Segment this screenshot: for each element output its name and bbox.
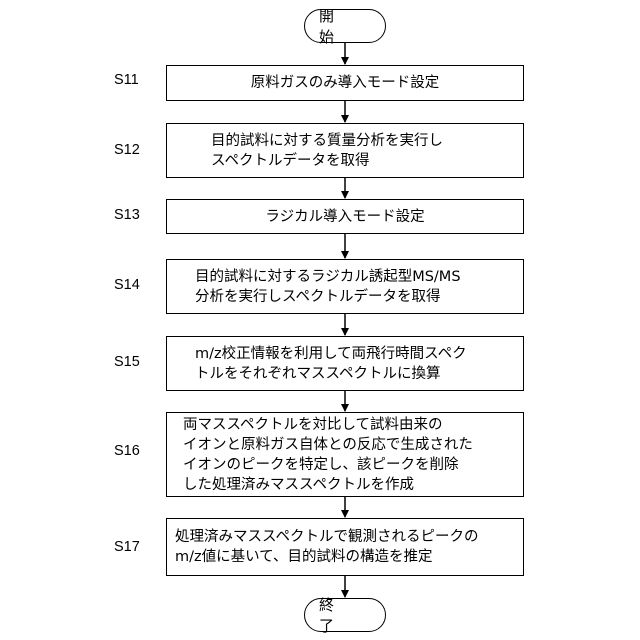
process-box-s12: 目的試料に対する質量分析を実行し スペクトルデータを取得	[166, 123, 524, 178]
process-box-s17: 処理済みマススペクトルで観測されるピークの m/z値に基いて、目的試料の構造を推…	[166, 518, 524, 576]
process-text-s13: ラジカル導入モード設定	[265, 207, 424, 227]
process-text-s17: 処理済みマススペクトルで観測されるピークの m/z値に基いて、目的試料の構造を推…	[167, 527, 478, 567]
step-id-s15: S15	[114, 354, 164, 370]
step-id-s11: S11	[114, 72, 164, 88]
process-text-s14: 目的試料に対するラジカル誘起型MS/MS 分析を実行しスペクトルデータを取得	[167, 267, 461, 307]
step-id-s14: S14	[114, 277, 164, 293]
process-text-s16: 両マススペクトルを対比して試料由来の イオンと原料ガス自体との反応で生成された …	[167, 415, 473, 495]
end-label: 終 了	[319, 594, 385, 636]
step-id-s13: S13	[114, 207, 164, 223]
process-box-s13: ラジカル導入モード設定	[166, 199, 524, 234]
step-id-s17: S17	[114, 539, 164, 555]
process-box-s14: 目的試料に対するラジカル誘起型MS/MS 分析を実行しスペクトルデータを取得	[166, 259, 524, 314]
start-label: 開 始	[319, 5, 385, 47]
process-box-s16: 両マススペクトルを対比して試料由来の イオンと原料ガス自体との反応で生成された …	[166, 412, 524, 497]
step-id-s16: S16	[114, 443, 164, 459]
process-text-s15: m/z校正情報を利用して両飛行時間スペク トルをそれぞれマススペクトルに換算	[167, 344, 467, 384]
process-box-s11: 原料ガスのみ導入モード設定	[166, 65, 524, 101]
end-terminal: 終 了	[304, 598, 386, 632]
process-text-s12: 目的試料に対する質量分析を実行し スペクトルデータを取得	[167, 131, 443, 171]
step-id-s12: S12	[114, 142, 164, 158]
start-terminal: 開 始	[304, 9, 386, 43]
process-box-s15: m/z校正情報を利用して両飛行時間スペク トルをそれぞれマススペクトルに換算	[166, 336, 524, 391]
process-text-s11: 原料ガスのみ導入モード設定	[251, 73, 440, 93]
